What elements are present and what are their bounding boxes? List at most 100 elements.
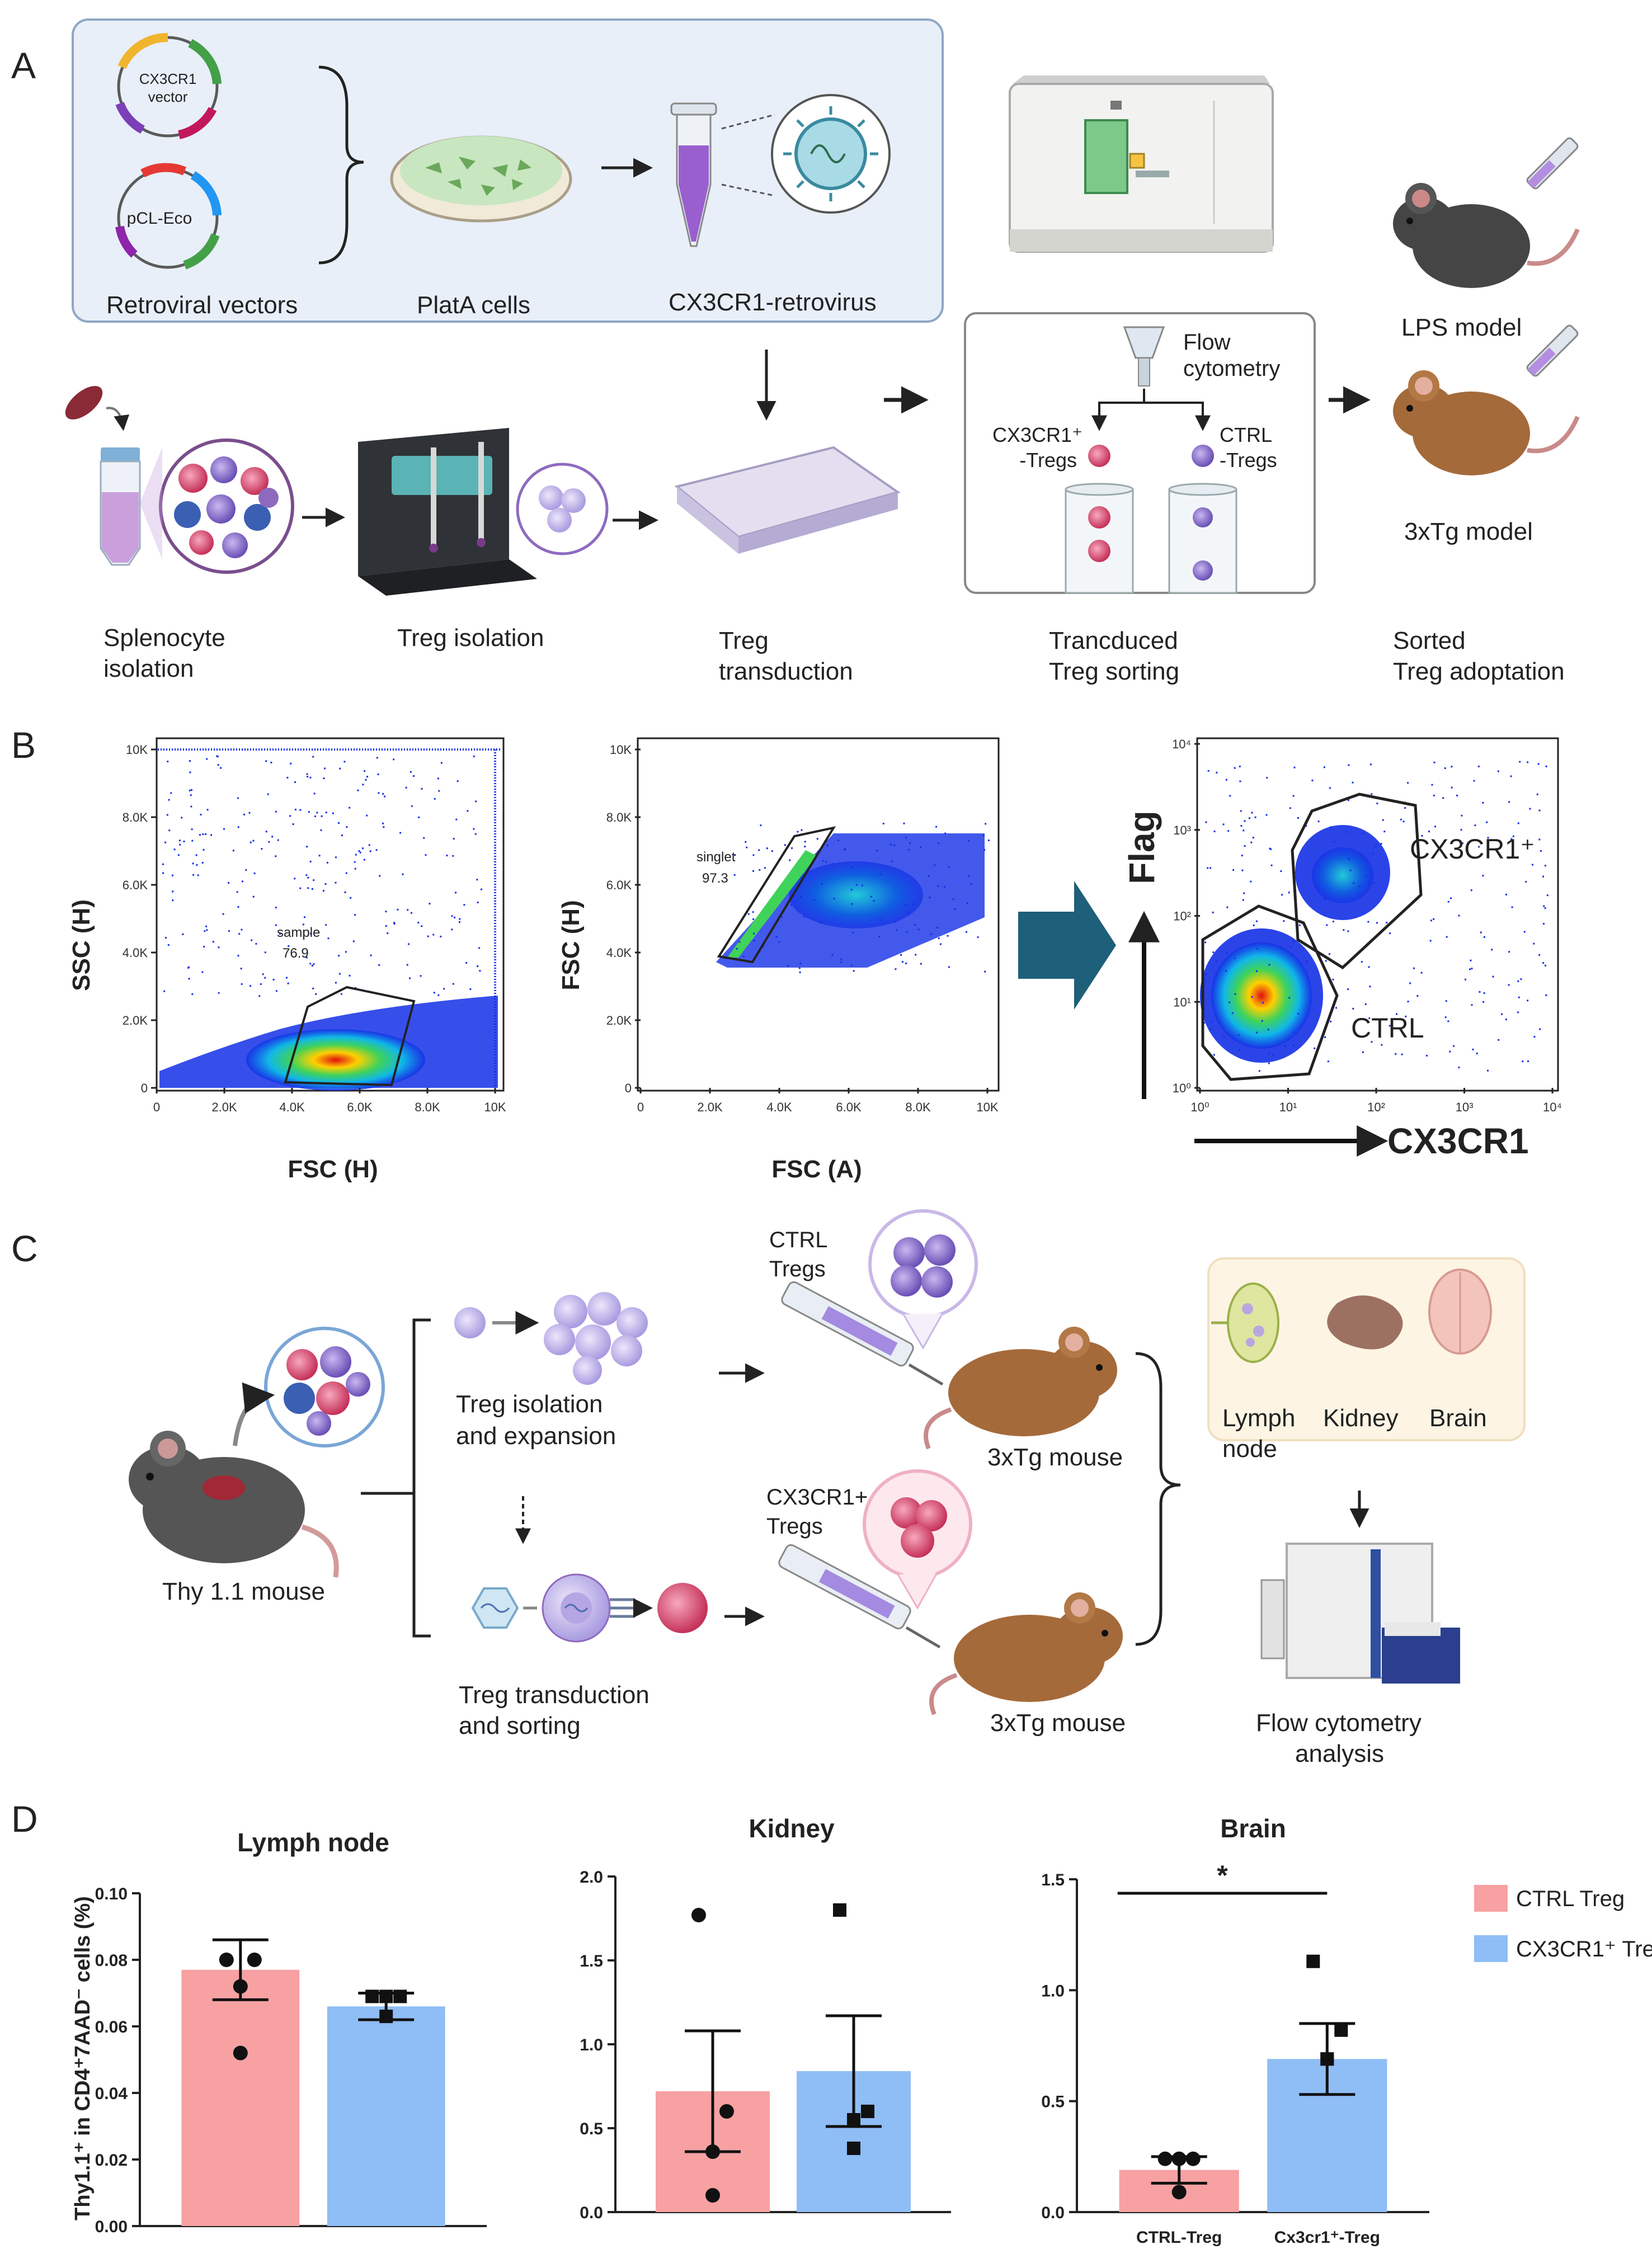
data-point [1334,2023,1348,2037]
scatter-dot [826,845,829,847]
cx3-label-line2: Tregs [766,1514,823,1539]
scatter-dot [752,854,755,856]
scatter-dot [251,939,253,941]
scatter-dot [1381,1044,1383,1046]
scatter-dot [195,854,197,856]
scatter-dot [289,815,291,817]
scatter-dot [309,963,312,965]
scatter-dot [1478,846,1480,848]
scatter-dot [290,762,292,765]
scatter-dot [418,816,420,818]
flow-cytometer-icon [1009,76,1274,253]
scatter-dot [204,930,206,932]
scatter-dot [440,762,443,764]
scatter-dot [189,771,191,774]
scatter-dot [1413,967,1415,969]
scatter-dot [1335,1007,1338,1009]
x-tick-label: 10K [976,1100,998,1114]
scatter-dot [853,970,855,972]
scatter-dot [944,885,946,888]
gate-polygon [284,986,416,1087]
organ-kidney: Kidney [1323,1404,1399,1432]
scatter-dot [413,775,415,777]
scatter-dot [983,848,986,851]
scatter-dot [843,848,845,851]
scatter-dot [1428,831,1430,833]
scatter-dot [437,994,440,996]
scatter-dot [1464,978,1466,980]
scatter-dot [1225,779,1227,781]
scatter-dot [438,790,440,792]
scatter-dot [172,890,174,893]
scatter-dot [752,918,755,920]
scatter-dot [1543,905,1545,907]
scatter-dot [467,810,469,812]
legend-swatch-ctrl [1474,1885,1508,1912]
scatter-dot [1255,970,1258,972]
scatter-dot [376,757,378,759]
scatter-dot [1288,997,1291,999]
scatter-dot [1251,812,1253,814]
scatter-dot [279,933,281,935]
scatter-dot [410,771,412,773]
scatter-dot [837,840,839,842]
scatter-dot [1376,922,1378,924]
plasmid1-line1: CX3CR1 [139,70,197,87]
cx3-label-line1: CX3CR1+ [766,1485,868,1510]
scatter-dot [205,833,207,835]
scatter-dot [1492,975,1494,978]
scatter-dot [907,912,910,914]
scatter-dot [1268,1053,1270,1055]
scatter-dot [1540,850,1542,852]
scatter-dot [1447,900,1449,903]
scatter-dot [437,777,439,780]
scatter-dot [164,841,167,843]
scatter-dot [1241,855,1243,857]
scatter-dot [341,834,343,837]
y-tick-label: 0 [141,1081,148,1095]
scatter-dot [313,963,315,965]
scatter-dot [1369,876,1371,878]
plasmid2-label: pCL-Eco [127,209,192,228]
scatter-dot [1348,858,1350,860]
scatter-dot [1409,982,1411,984]
scatter-dot [1252,837,1254,839]
scatter-dot [1527,761,1529,763]
scatter-dot [1297,817,1299,819]
scatter-dot [1416,995,1419,997]
scatter-dot [366,776,369,778]
scatter-dot [1234,957,1236,959]
scatter-dot [294,808,296,810]
x-tick-label: 4.0K [279,1100,305,1114]
scatter-dot [354,914,356,916]
mouse-label-top: 3xTg mouse [987,1444,1123,1471]
plasmid-icon [115,32,222,139]
scatter-dot [1237,1034,1240,1036]
scatter-dot [456,780,459,782]
ctrl-label-line2: Tregs [769,1257,826,1281]
scatter-dot [1538,809,1541,812]
syringe-icon [781,1281,944,1386]
scatter-dot [1204,941,1207,944]
scatter-dot [190,794,192,796]
data-point [1320,2052,1334,2066]
scatter-dot [1297,1012,1300,1015]
scatter-dot [1207,867,1209,869]
scatter-dot [1244,820,1246,822]
flow-cytometer-icon [1260,1543,1460,1684]
gate-value: 97.3 [702,871,728,886]
scatter-dot [287,982,289,984]
scatter-dot [197,874,199,876]
scatter-dot [1332,921,1334,923]
scatter-dot [459,918,461,920]
scatter-dot [752,870,755,872]
scatter-dot [908,848,910,851]
scatter-dot [451,915,453,917]
scatter-dot [1254,816,1256,818]
scatter-dot [905,836,907,838]
flow-label-line1: Flow [1183,330,1231,355]
scatter-dot [349,807,351,809]
scatter-dot [237,955,239,957]
scatter-dot [879,919,882,921]
scatter-dot [1292,795,1295,797]
